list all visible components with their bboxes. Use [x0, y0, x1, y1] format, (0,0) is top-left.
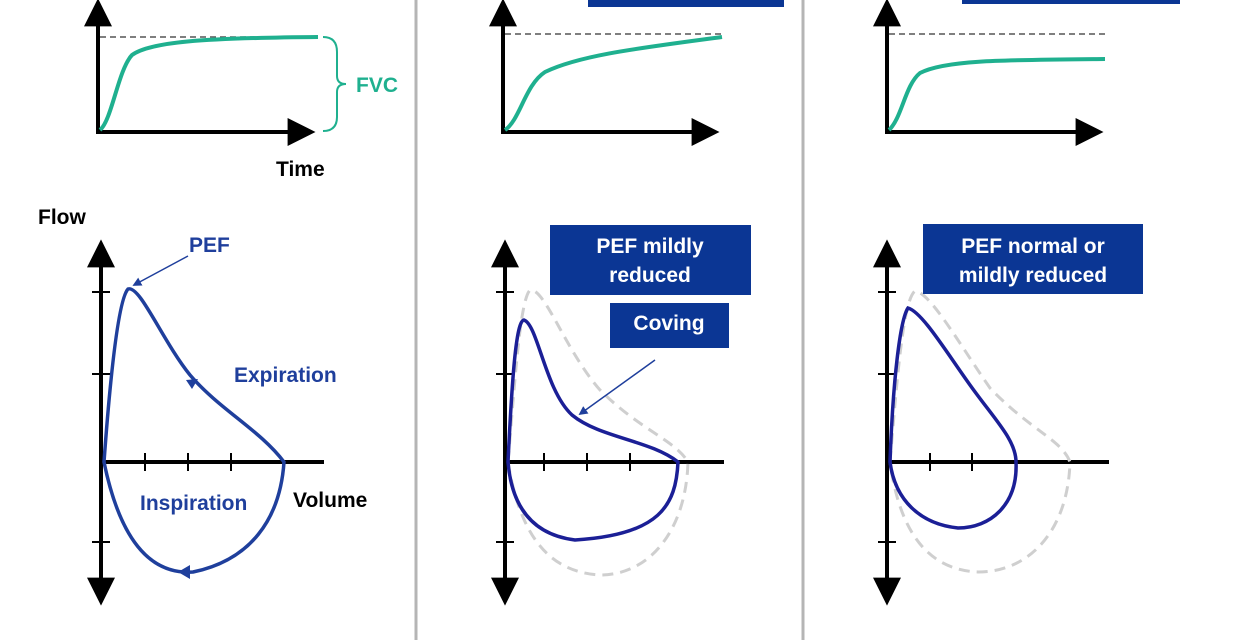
fv-y-ticks [92, 291, 110, 543]
volume-label: Volume [293, 489, 367, 512]
obstructed-loop [506, 318, 680, 542]
pef-label: PEF [189, 234, 230, 257]
pef-box-line2: mildly reduced [959, 264, 1107, 287]
pef-pointer-arrow-icon [132, 255, 189, 286]
time-label: Time [276, 158, 325, 181]
volume-time-curve [98, 35, 319, 132]
flow-volume-loop [102, 287, 286, 574]
inspiration-label: Inspiration [140, 492, 247, 515]
volume-time-curve [503, 35, 723, 132]
panel-obstructive-severe: PEF normal or mildly reduced [873, 0, 1180, 606]
expiration-label: Expiration [234, 364, 337, 387]
fv-y-ticks [496, 291, 514, 543]
normal-reference-loop [506, 288, 690, 577]
top-box-partial [588, 0, 784, 7]
obstructed-loop [888, 305, 1018, 530]
coving-pointer-arrow-icon [578, 359, 656, 416]
expiration-arrow-icon [186, 379, 198, 389]
fvc-label: FVC [356, 74, 398, 97]
pef-mildly-reduced-box [550, 225, 751, 295]
inspiration-arrow-icon [178, 565, 190, 579]
brace-icon [322, 36, 347, 132]
pef-box-line1: PEF normal or [961, 235, 1105, 258]
pef-box-line1: PEF mildly [596, 235, 704, 258]
flow-label: Flow [38, 206, 86, 229]
pef-box-line2: reduced [609, 264, 691, 287]
coving-box-label: Coving [633, 312, 704, 335]
fv-x-ticks [144, 453, 232, 471]
top-box-partial [962, 0, 1180, 4]
fv-y-ticks [878, 291, 896, 543]
fv-x-ticks [929, 453, 973, 471]
volume-time-curve [887, 57, 1106, 132]
fv-x-ticks [543, 453, 631, 471]
panel-normal: FVC Time Flow PEF Expiration Inspiration… [38, 0, 398, 606]
panel-obstructive-mild: PEF mildly reduced Coving [489, 0, 784, 606]
pef-normal-or-mildly-reduced-box [923, 224, 1143, 294]
coving-box [610, 303, 729, 348]
normal-reference-loop [888, 289, 1072, 574]
